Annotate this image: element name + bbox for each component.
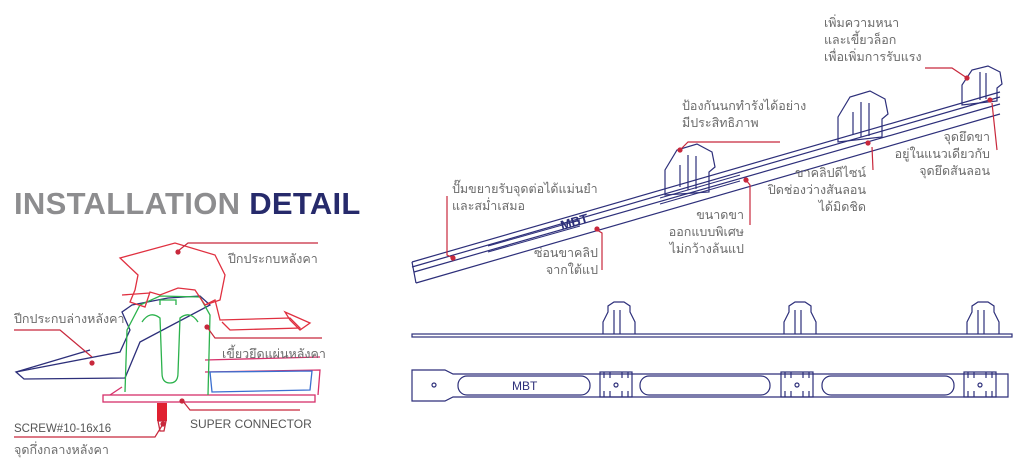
- rail-top-view: MBT: [411, 369, 1009, 402]
- clip-2: [837, 90, 889, 143]
- label-leg-design: ขาคลิปดีไซน์ปิดช่องว่างสันลอนได้มิดชิด: [767, 165, 866, 214]
- label-connector: SUPER CONNECTOR: [190, 417, 312, 431]
- label-top-wing: ปีกประกบหลังคา: [228, 251, 318, 266]
- label-hide: ซ่อนขาคลิปจากใต้แป: [533, 245, 598, 277]
- top-clip: [599, 371, 633, 398]
- brand-mark-top: MBT: [512, 379, 538, 393]
- rail-side-view: [411, 301, 1013, 338]
- label-bird: ป้องกันนกทำรังได้อย่างมีประสิทธิภาพ: [682, 98, 807, 130]
- label-leg-size: ขนาดขาออกแบบพิเศษไม่กว้างล้นแป: [668, 207, 744, 256]
- label-align: จุดยึดขาอยู่ในแนวเดียวกับจุดยึดสันลอน: [894, 129, 990, 178]
- label-fang: เขี้ยวยึดแผ่นหลังคา: [222, 346, 326, 361]
- page-title: INSTALLATION DETAIL: [14, 186, 361, 221]
- label-center: จุดกึ่งกลางหลังคา: [14, 442, 109, 457]
- rail-isometric: MBT: [411, 65, 1003, 284]
- label-pump: ปั๊มขยายรับจุดต่อได้แม่นยำและสม่ำเสมอ: [452, 181, 598, 213]
- clip-1: [664, 143, 716, 196]
- label-bottom-wing: ปีกประกบล่างหลังคา: [14, 311, 125, 326]
- clip-3: [961, 65, 1003, 106]
- brand-mark: MBT: [559, 211, 590, 233]
- label-thickness: เพิ่มความหนาและเขี้ยวล็อกเพื่อเพิ่มการรั…: [824, 15, 922, 64]
- connector-detail: [14, 242, 322, 438]
- side-clip: [602, 301, 636, 334]
- label-screw: SCREW#10-16x16: [14, 423, 112, 435]
